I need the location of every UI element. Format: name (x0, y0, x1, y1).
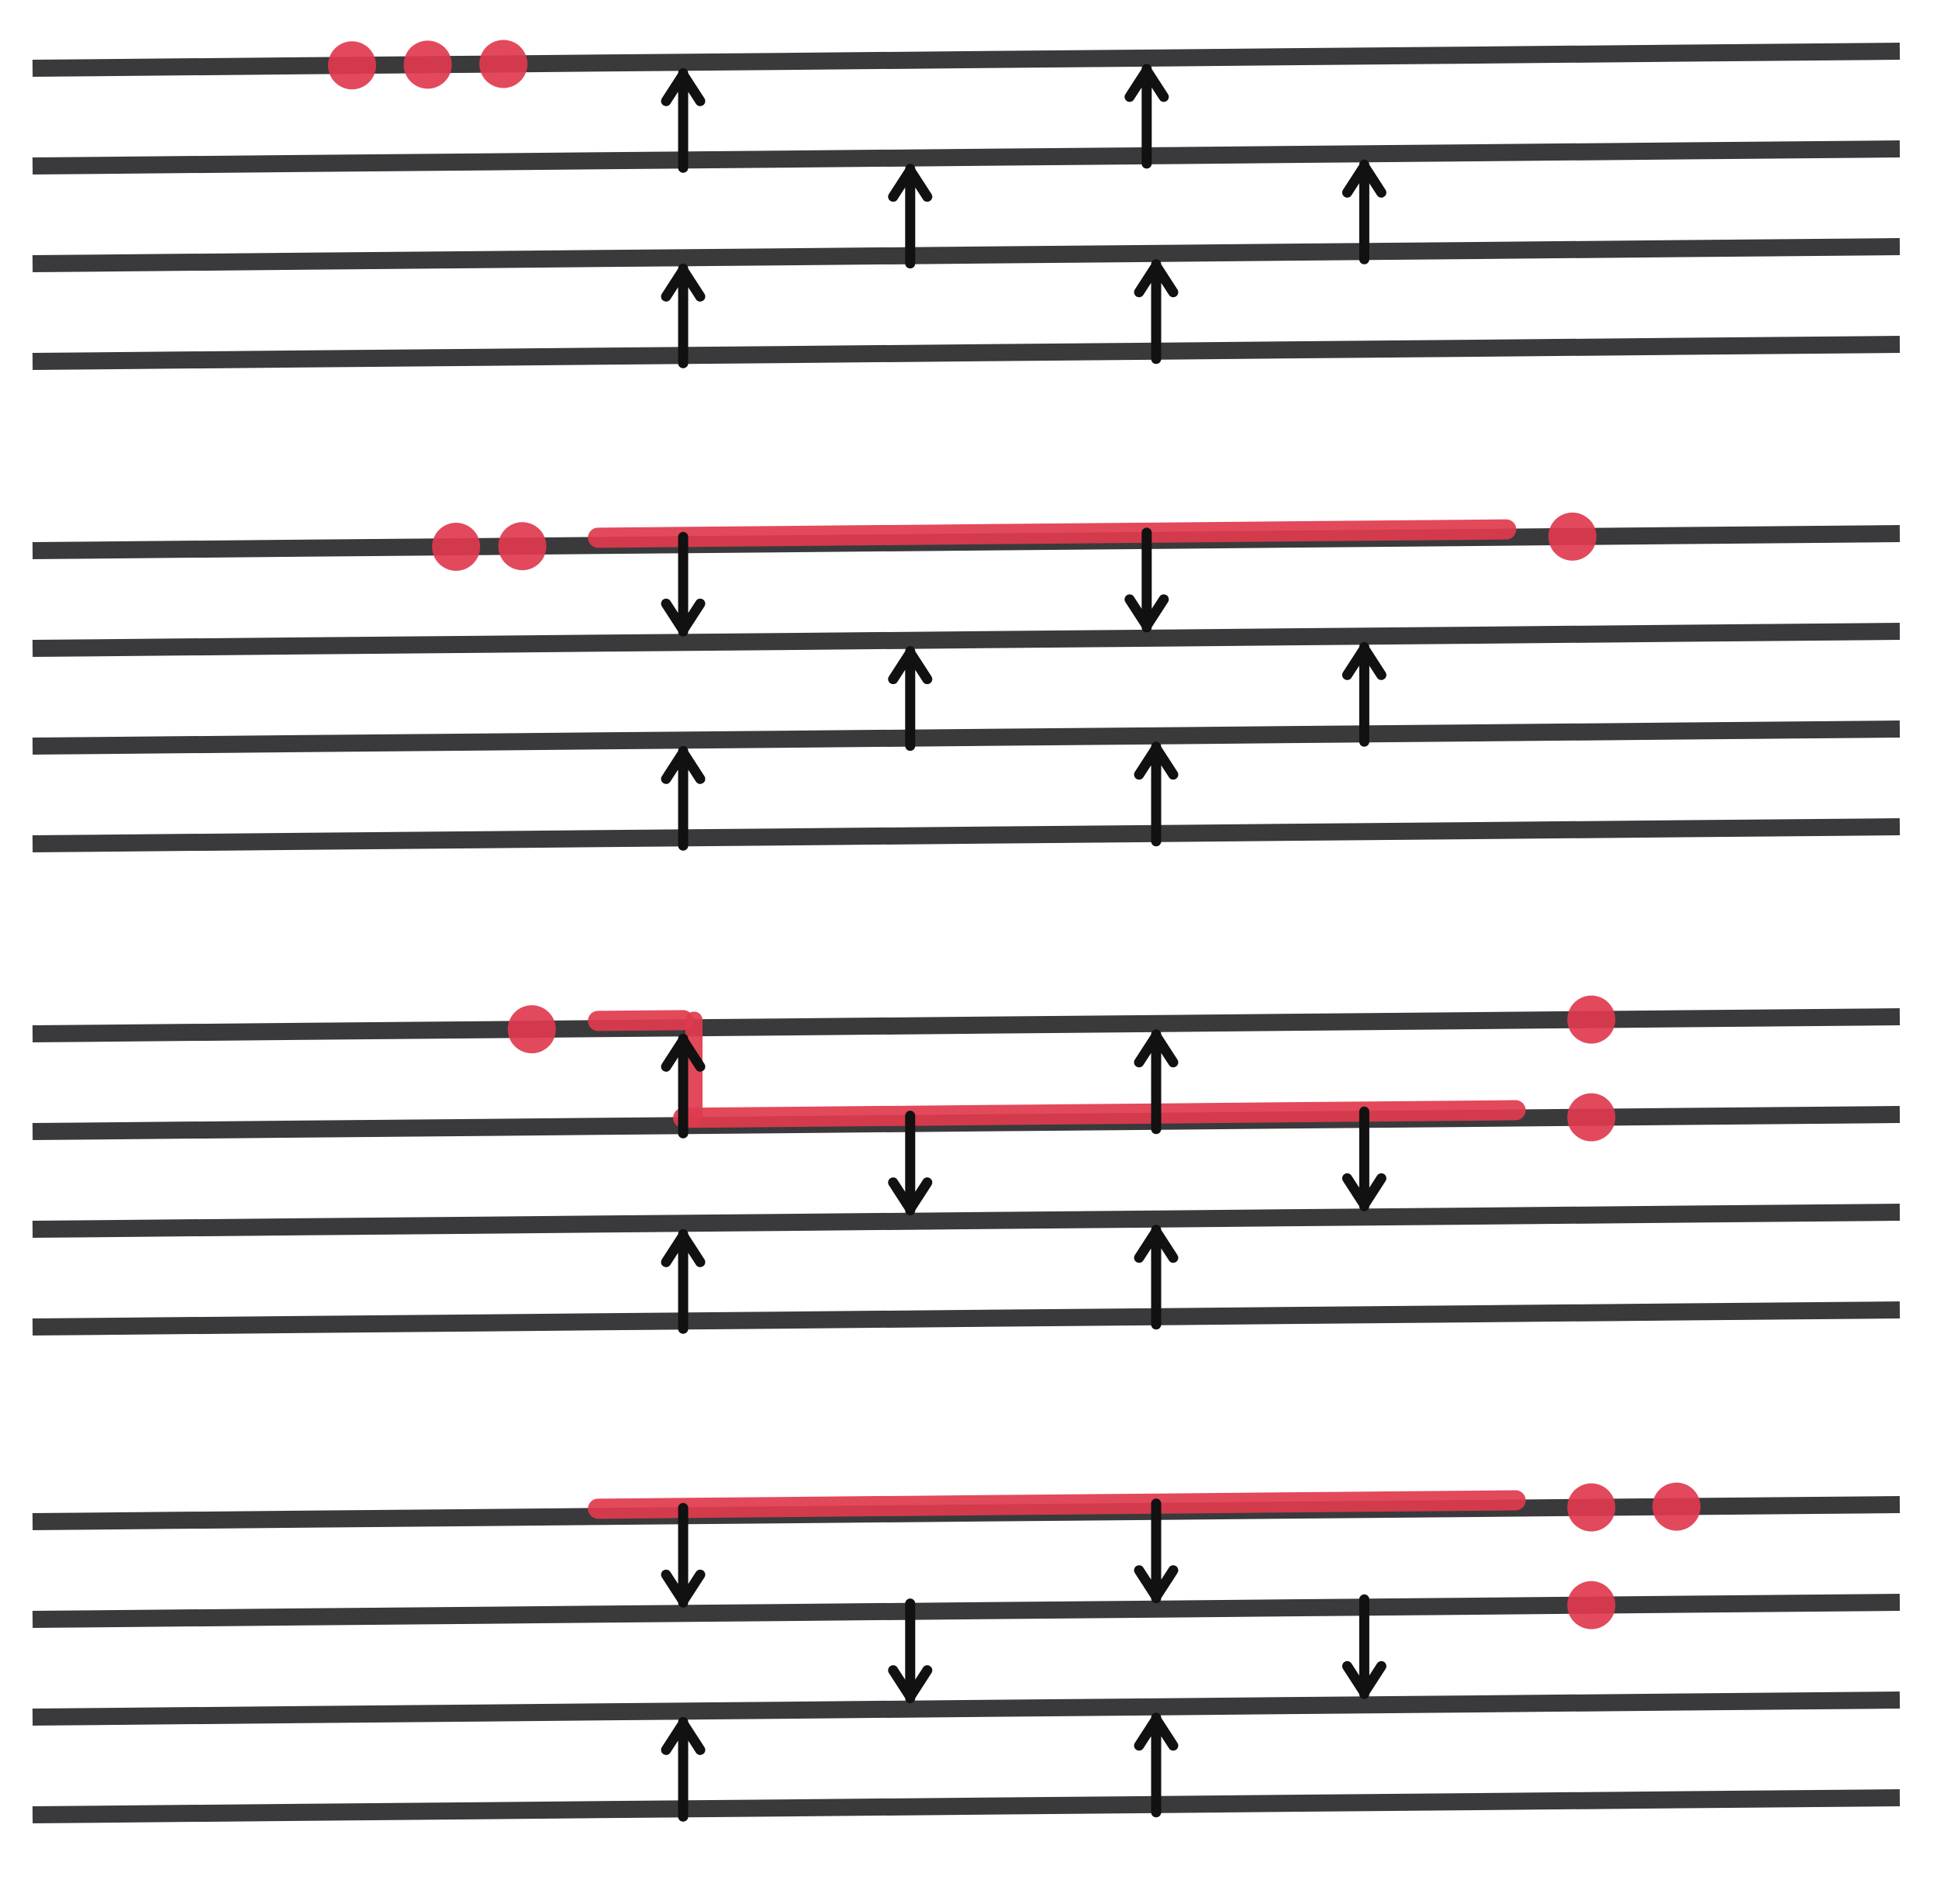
arrow-head (661, 1035, 706, 1072)
arrow-up-icon (661, 67, 706, 173)
arrow-head (661, 1230, 706, 1267)
arrow-down-icon (661, 1502, 706, 1608)
red-dot (328, 41, 376, 90)
red-dot (479, 40, 528, 88)
staff-line (32, 1789, 1901, 1823)
panels (32, 40, 1901, 1823)
arrow-head (661, 264, 706, 302)
arrow-head (661, 69, 706, 106)
arrow-head (1134, 1031, 1179, 1068)
pattern-panel-2 (32, 512, 1901, 852)
arrow-head (888, 648, 933, 685)
arrow-up-icon (1124, 64, 1169, 169)
arrow-up-icon (888, 164, 933, 269)
red-dot (432, 523, 481, 572)
arrow-up-icon (661, 1716, 706, 1822)
arrow-head (1124, 594, 1169, 631)
red-dot (1567, 1581, 1616, 1629)
arrow-up-icon (661, 263, 706, 368)
arrow-up-icon (661, 1228, 706, 1334)
red-dot (1567, 1093, 1616, 1142)
arrow-head (1134, 261, 1179, 298)
staff-line (32, 1301, 1901, 1336)
arrow-down-icon (1134, 1498, 1179, 1604)
pattern-panel-3 (32, 995, 1901, 1336)
staff-line (32, 336, 1901, 370)
staff-line (32, 818, 1901, 852)
arrow-head (888, 1177, 933, 1215)
red-dot (403, 40, 452, 89)
arrow-up-icon (661, 1033, 706, 1139)
red-bar (588, 519, 1517, 548)
arrow-up-icon (661, 745, 706, 851)
staff-line (32, 238, 1901, 272)
arrow-head (1134, 1226, 1179, 1263)
red-dot (507, 1005, 556, 1054)
arrow-head (888, 1665, 933, 1702)
arrow-head (1134, 1565, 1179, 1602)
arrow-down-icon (661, 531, 706, 637)
arrow-head (1341, 643, 1386, 680)
arrow-down-icon (1124, 527, 1169, 633)
red-dot (498, 522, 547, 571)
red-dot (1567, 995, 1616, 1044)
arrow-head (1124, 65, 1169, 102)
arrow-up-icon (1134, 741, 1179, 847)
pattern-panel-4 (32, 1482, 1901, 1823)
arrow-head (1134, 743, 1179, 780)
arrow-up-icon (1134, 1225, 1179, 1330)
arrow-down-icon (888, 1598, 933, 1704)
arrow-head (888, 165, 933, 202)
arrow-down-icon (888, 1111, 933, 1216)
arrow-up-icon (888, 646, 933, 752)
arrow-head (661, 598, 706, 635)
arrow-up-icon (1134, 1712, 1179, 1818)
arrow-head (1134, 1714, 1179, 1751)
red-dot (1567, 1483, 1616, 1532)
staff-line (32, 140, 1901, 175)
arrow-head (661, 1718, 706, 1755)
red-bar (588, 1010, 693, 1031)
red-bar (588, 1490, 1526, 1519)
arrow-down-icon (1341, 1594, 1386, 1699)
arrow-up-icon (1134, 1029, 1179, 1135)
arrow-up-icon (1341, 159, 1386, 264)
red-dot (1548, 512, 1597, 561)
arrow-head (661, 747, 706, 784)
red-dot (1652, 1482, 1700, 1531)
staff-line (32, 623, 1901, 657)
arrow-up-icon (1134, 259, 1179, 365)
staff-line (32, 1691, 1901, 1726)
staff-line (32, 720, 1901, 755)
arrow-up-icon (1341, 641, 1386, 747)
arrow-head (1341, 1660, 1386, 1698)
arrow-head (661, 1569, 706, 1606)
staff-line (32, 1204, 1901, 1238)
pattern-panel-1 (32, 40, 1901, 370)
arrow-head (1341, 161, 1386, 198)
arrow-down-icon (1341, 1106, 1386, 1211)
red-bar (673, 1100, 1526, 1128)
arrow-head (1341, 1173, 1386, 1210)
